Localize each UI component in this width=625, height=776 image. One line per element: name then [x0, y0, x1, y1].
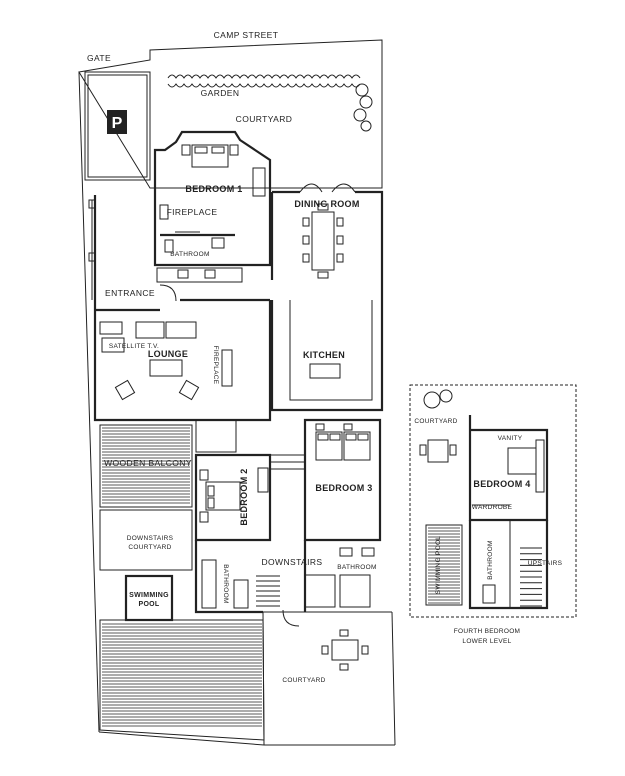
fourth-bedroom-line2: LOWER LEVEL: [462, 638, 511, 645]
lounge-label: LOUNGE: [148, 349, 188, 359]
dining-room: [270, 183, 384, 290]
downstairs-courtyard-line1: DOWNSTAIRS: [127, 535, 174, 542]
bathroom-2-label: BATHROOM: [222, 564, 229, 603]
fireplace-2-label: FIREPLACE: [212, 346, 219, 385]
satellite-tv-label: SATELLITE T.V.: [109, 343, 159, 350]
garden-shrubs: [167, 74, 373, 132]
camp-street-label: CAMP STREET: [214, 30, 279, 40]
entrance-label: ENTRANCE: [105, 288, 155, 298]
lower-deck: [99, 619, 265, 741]
gate-label: GATE: [87, 53, 111, 63]
bedroom-3: [303, 418, 382, 542]
upstairs-label: UPSTAIRS: [528, 560, 563, 567]
swimming-pool-inset-label: SWIMMING POOL: [435, 536, 442, 595]
parking-label: P: [112, 115, 123, 132]
swimming-pool-line2: POOL: [138, 601, 159, 608]
wooden-balcony-label: WOODEN BALCONY: [104, 458, 192, 468]
bathroom-1: [156, 231, 243, 283]
fireplace-1-label: FIREPLACE: [167, 207, 218, 217]
bathroom-1-label: BATHROOM: [170, 251, 209, 258]
courtyard-bottom-label: COURTYARD: [282, 677, 325, 684]
fourth-bedroom-line1: FOURTH BEDROOM: [454, 628, 521, 635]
lounge: [88, 195, 272, 422]
bedroom-2-label: BEDROOM 2: [239, 468, 249, 525]
downstairs-label: DOWNSTAIRS: [262, 557, 323, 567]
parking-bay: P: [84, 71, 151, 181]
bedroom-3-label: BEDROOM 3: [315, 483, 372, 493]
bedroom-4-label: BEDROOM 4: [473, 479, 530, 489]
inset-fourth-bedroom: [409, 384, 577, 618]
bedroom-1-label: BEDROOM 1: [185, 184, 242, 194]
kitchen-label: KITCHEN: [303, 350, 345, 360]
kitchen: [270, 290, 384, 412]
downstairs-area: [194, 540, 375, 627]
bedroom-1: [153, 130, 272, 267]
corridor: [195, 419, 305, 470]
courtyard-top-label: COURTYARD: [236, 114, 293, 124]
downstairs-courtyard-line2: COURTYARD: [128, 544, 171, 551]
wardrobe-label: WARDROBE: [472, 504, 513, 511]
dining-room-label: DINING ROOM: [294, 199, 359, 209]
wooden-balcony: [99, 424, 193, 508]
swimming-pool-line1: SWIMMING: [129, 592, 169, 599]
courtyard-table: [321, 629, 369, 671]
parking-icon: [107, 110, 127, 134]
courtyard-inset-label: COURTYARD: [414, 418, 457, 425]
labels: CAMP STREET GATE GARDEN COURTYARD BEDROO…: [87, 30, 563, 684]
vanity-label: VANITY: [498, 435, 523, 442]
bedroom-2: [194, 453, 272, 542]
bathroom-inset-label: BATHROOM: [487, 540, 494, 579]
bathroom-3-label: BATHROOM: [337, 564, 376, 571]
garden-label: GARDEN: [201, 88, 240, 98]
